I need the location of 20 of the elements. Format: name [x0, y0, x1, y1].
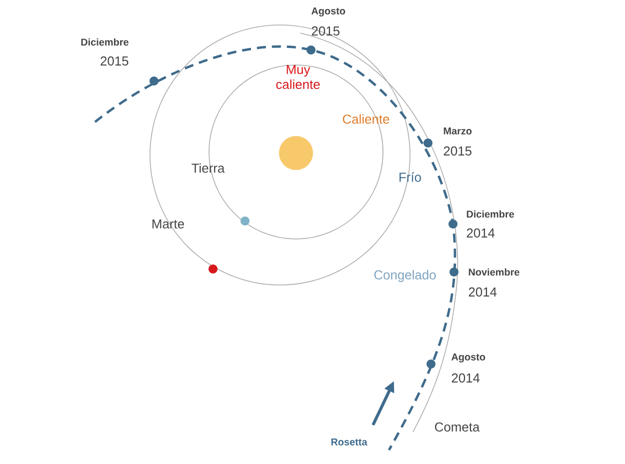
month-label: Diciembre	[81, 38, 128, 46]
body-label: Tierra	[192, 163, 225, 173]
month-label: Agosto	[311, 8, 346, 16]
body-label: Cometa	[434, 422, 480, 432]
zone-label: Muy caliente	[276, 65, 320, 89]
year-label: 2014	[468, 287, 497, 297]
year-label: 2015	[100, 56, 128, 66]
year-label: 2014	[466, 228, 495, 238]
zone-label: Frío	[400, 172, 421, 182]
month-label: Diciembre	[466, 210, 514, 218]
month-label: Agosto	[451, 354, 486, 362]
zone-label: Congelado	[374, 270, 436, 282]
zone-label: Caliente	[342, 114, 390, 124]
body-label: Marte	[152, 219, 184, 228]
month-label: Noviembre	[468, 268, 520, 276]
year-label: 2015	[444, 146, 472, 156]
year-label: 2015	[312, 26, 340, 36]
month-label: Marzo	[444, 128, 472, 134]
spacecraft-label: Rosetta	[331, 438, 368, 446]
year-label: 2014	[452, 373, 480, 383]
